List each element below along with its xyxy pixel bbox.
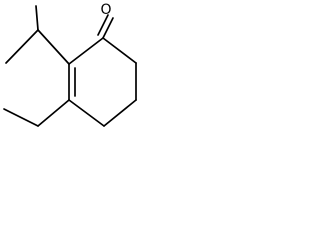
bond-ethyl-ch2 bbox=[37, 99, 70, 127]
bond-carbonyl-double bbox=[97, 14, 109, 36]
bond-ethyl-ch3 bbox=[3, 108, 39, 127]
oxygen-atom-label: O bbox=[100, 2, 111, 18]
bond-ring-c2-c1 bbox=[68, 37, 104, 65]
bond-isopropyl-methyl-upper bbox=[35, 5, 39, 31]
bond-ring-c1-c6 bbox=[102, 37, 137, 64]
bond-isopropyl-methyl-left bbox=[5, 29, 39, 64]
bond-ring-c4-c3 bbox=[68, 99, 105, 127]
bond-isopropyl-to-ring bbox=[37, 29, 70, 65]
bond-ring-c5-c4 bbox=[103, 99, 137, 127]
molecule-structure: O bbox=[3, 2, 137, 127]
bond-carbonyl-single bbox=[102, 17, 114, 39]
